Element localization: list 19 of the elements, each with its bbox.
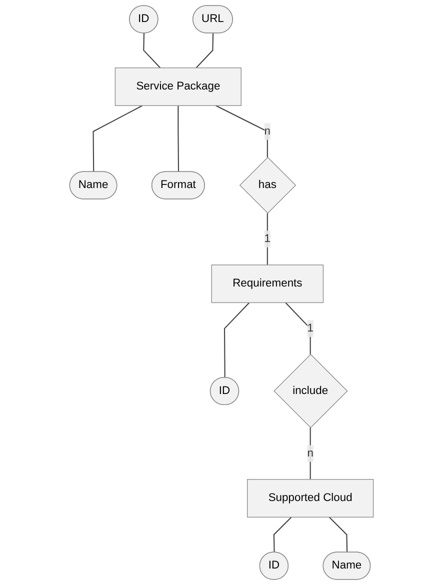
- connector: [143, 33, 161, 68]
- edge-label: 1: [264, 232, 271, 245]
- node-diamond: has: [239, 156, 296, 214]
- node-box: Requirements: [211, 264, 324, 304]
- node-diamond: include: [274, 354, 348, 428]
- connector: [285, 302, 311, 354]
- connector: [273, 516, 292, 552]
- connector: [196, 33, 214, 68]
- node-box: Supported Cloud: [247, 479, 374, 518]
- connector: [224, 302, 250, 378]
- connector: [216, 105, 268, 158]
- connector: [310, 428, 311, 480]
- connector: [178, 106, 180, 172]
- connector: [328, 516, 348, 552]
- connector: [92, 105, 143, 172]
- edge-label: 1: [307, 322, 314, 334]
- edge-label: n: [264, 125, 271, 138]
- node-box: Service Package: [114, 67, 242, 106]
- edge-label: n: [307, 447, 314, 460]
